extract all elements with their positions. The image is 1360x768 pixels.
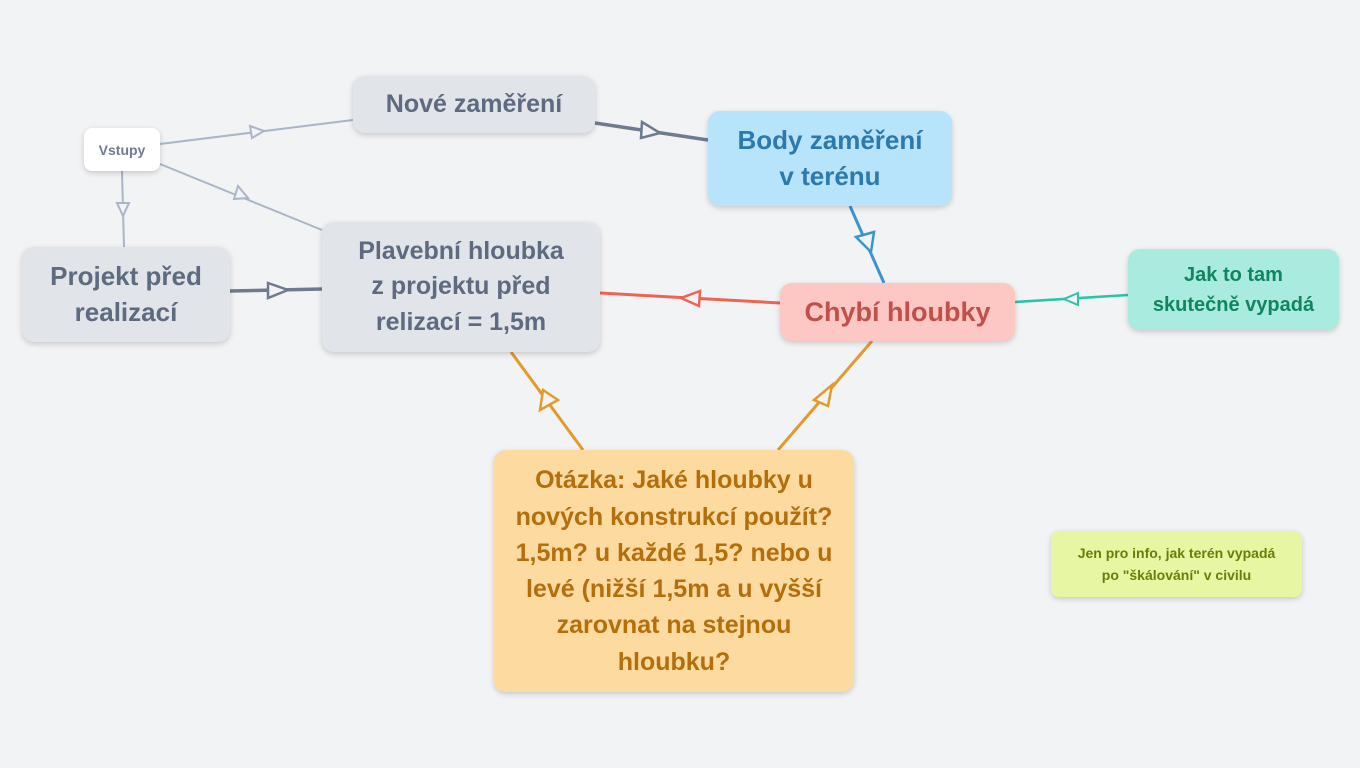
node-projekt-pred-realizaci[interactable]: Projekt před realizací	[22, 247, 230, 342]
arrow-vstupy-nove	[248, 124, 267, 140]
node-nove-zamereni[interactable]: Nové zaměření	[353, 76, 595, 133]
node-chybi-hloubky[interactable]: Chybí hloubky	[780, 283, 1015, 341]
node-otazka[interactable]: Otázka: Jaké hloubky u nových konstrukcí…	[494, 450, 854, 692]
arrow-projekt-plavebni	[266, 281, 292, 300]
arrow-otazka-plavebni	[538, 387, 561, 413]
arrow-nove-body	[639, 119, 664, 140]
arrow-otazka-chybi	[811, 381, 834, 408]
arrow-vstupy-projekt	[115, 202, 131, 219]
node-body-zamereni[interactable]: Body zaměření v terénu	[708, 111, 952, 206]
node-jak-to-tam-vypada[interactable]: Jak to tam skutečně vypadá	[1128, 249, 1339, 330]
arrow-vstupy-plavebni	[232, 183, 251, 201]
arrow-body-chybi	[853, 230, 876, 255]
node-info-note[interactable]: Jen pro info, jak terén vypadá po "škálo…	[1051, 531, 1302, 597]
node-plavebni-hloubka[interactable]: Plavební hloubka z projektu před relizac…	[322, 222, 600, 352]
arrow-chybi-plavebni	[677, 289, 702, 308]
node-vstupy[interactable]: Vstupy	[84, 128, 160, 171]
arrow-jak-chybi	[1061, 291, 1079, 307]
